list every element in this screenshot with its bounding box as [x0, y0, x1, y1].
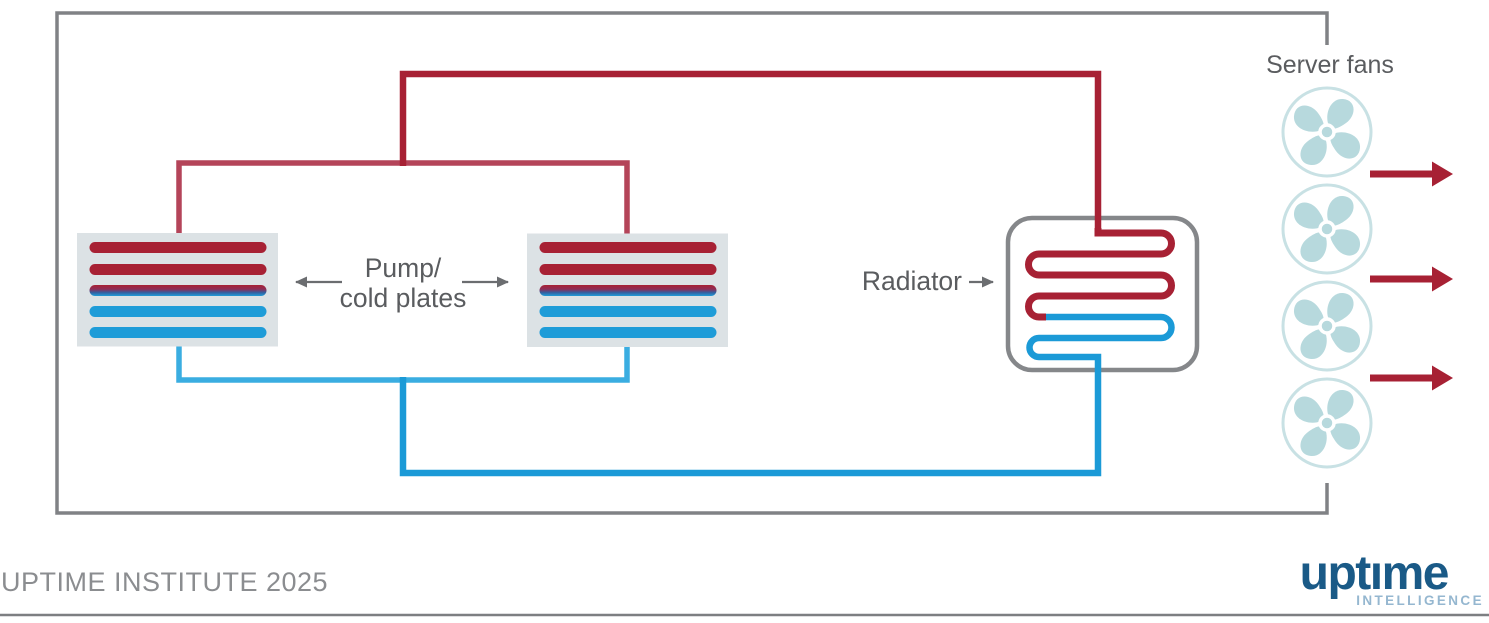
- logo-tagline: INTELLIGENCE: [1356, 593, 1484, 608]
- pump-cold-plates-label-line2: cold plates: [340, 283, 467, 313]
- cold-channel-stripe: [539, 306, 717, 317]
- radiator-coil-cold-and-return-pipe: [399, 313, 1175, 477]
- fan-icon: [1281, 183, 1373, 275]
- pump-cold-plates-label-line1: Pump/: [365, 253, 442, 283]
- attribution-text: UPTIME INSTITUTE 2025: [1, 567, 328, 597]
- hot-channel-stripe: [539, 242, 717, 253]
- pump-cold-plates-label-group: Pump/ cold plates: [295, 253, 509, 313]
- fan-icon: [1281, 377, 1373, 469]
- uptime-intelligence-logo: uptıme INTELLIGENCE: [1300, 547, 1484, 608]
- server-fans-group: Server fans: [1266, 51, 1394, 469]
- fan-icon: [1281, 86, 1373, 178]
- hot-channel-stripe: [539, 264, 717, 275]
- cold-plate-right: [527, 233, 728, 347]
- cold-channel-stripe: [89, 327, 267, 338]
- transition-channel-stripe: [539, 285, 717, 296]
- cold-plate-left: [77, 233, 278, 347]
- cold-channel-stripe: [89, 306, 267, 317]
- hot-channel-stripe: [89, 264, 267, 275]
- radiator-label-group: Radiator: [862, 266, 994, 296]
- fan-icon: [1281, 280, 1373, 372]
- transition-channel-stripe: [89, 285, 267, 296]
- radiator-coil-hot: [1025, 228, 1175, 321]
- radiator-label: Radiator: [862, 266, 962, 296]
- server-fans-label: Server fans: [1266, 51, 1394, 79]
- server-chassis-outline: [55, 11, 1329, 515]
- logo-wordmark: uptıme: [1300, 547, 1449, 600]
- cold-channel-stripe: [539, 327, 717, 338]
- hot-coolant-trunk-pipe: [399, 70, 1102, 230]
- hot-channel-stripe: [89, 242, 267, 253]
